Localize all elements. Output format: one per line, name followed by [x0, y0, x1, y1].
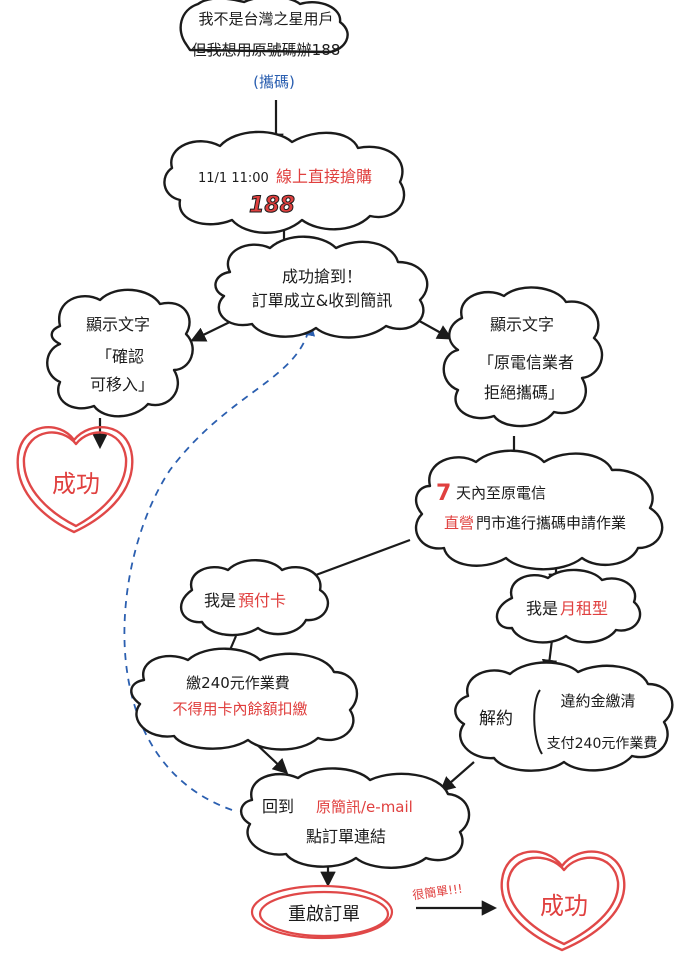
monthly-type: 月租型	[560, 599, 608, 618]
seven-days-number: 7	[436, 481, 451, 506]
success-line2: 訂單成立&收到簡訊	[252, 291, 392, 310]
prepaid-fee-cloud	[130, 647, 359, 751]
restart-label: 重啟訂單	[288, 904, 360, 925]
heart-outline-2	[500, 850, 626, 952]
terminate-bracket	[533, 689, 543, 755]
reject-cloud	[442, 286, 604, 428]
success-label-2: 成功	[540, 892, 588, 920]
prepaid-prefix: 我是	[204, 591, 236, 610]
start-note: (攜碼)	[253, 73, 295, 91]
return-line2: 點訂單連結	[306, 827, 386, 846]
node-reject: 顯示文字 「原電信業者 拒絕攜碼」	[442, 286, 604, 428]
success-label-1: 成功	[52, 470, 100, 498]
node-start: 我不是台灣之星用戶 但我想用原號碼辦188 (攜碼)	[179, 0, 349, 91]
confirm-line1: 顯示文字	[86, 315, 150, 334]
restart-ring-outer	[250, 884, 394, 940]
edge-dashed-loop-back	[123, 321, 316, 811]
success-cloud	[214, 235, 429, 339]
edge-terminate-to-return	[439, 761, 475, 793]
seven-days-cloud	[414, 449, 664, 571]
seven-days-direct: 直營	[444, 514, 474, 532]
node-return: 回到 原簡訊/e-mail 點訂單連結	[240, 767, 471, 869]
confirm-line2: 「確認	[96, 347, 144, 366]
grab-plan: 188	[249, 193, 295, 218]
return-email: 原簡訊/e-mail	[316, 798, 413, 816]
return-cloud	[240, 767, 471, 869]
terminate-label: 解約	[479, 709, 513, 729]
confirm-cloud	[46, 288, 194, 418]
node-monthly: 我是 月租型	[495, 568, 642, 644]
return-prefix: 回到	[262, 797, 294, 816]
seven-days-line2: 門市進行攜碼申請作業	[476, 514, 626, 532]
node-success-heart-1: 成功	[16, 426, 134, 534]
node-success: 成功搶到！ 訂單成立&收到簡訊	[214, 235, 429, 339]
node-seven-days: 7 天內至原電信 直營 門市進行攜碼申請作業	[414, 449, 664, 571]
start-line2: 但我想用原號碼辦188	[192, 41, 341, 59]
prepaid-type: 預付卡	[238, 591, 286, 610]
terminate-cloud	[454, 661, 674, 772]
grab-action: 線上直接搶購	[276, 167, 372, 186]
node-terminate: 解約 違約金繳清 支付240元作業費	[454, 661, 674, 772]
prepaid-fee-line1: 繳240元作業費	[186, 674, 290, 692]
restart-ring-inner	[258, 890, 390, 938]
node-grab: 11/1 11:00 線上直接搶購 188	[163, 130, 406, 234]
node-prepaid: 我是 預付卡	[180, 559, 330, 637]
seven-days-line1: 天內至原電信	[456, 484, 546, 502]
heart-outline-2b	[506, 856, 620, 946]
node-confirm: 顯示文字 「確認 可移入」	[46, 288, 194, 418]
success-line1: 成功搶到！	[282, 267, 362, 286]
node-restart: 重啟訂單	[250, 884, 394, 940]
monthly-cloud	[495, 568, 642, 644]
prepaid-fee-line2: 不得用卡內餘額扣繳	[172, 700, 307, 718]
reject-line1: 顯示文字	[490, 315, 554, 334]
grab-time: 11/1 11:00	[198, 171, 269, 186]
grab-cloud	[163, 130, 406, 234]
terminate-item1: 違約金繳清	[560, 692, 635, 710]
monthly-prefix: 我是	[526, 599, 558, 618]
final-arrow-label: 很簡單!!!	[411, 881, 463, 903]
start-sketch-outline	[179, 0, 349, 54]
terminate-item2: 支付240元作業費	[547, 736, 658, 752]
prepaid-cloud	[180, 559, 330, 637]
start-line1: 我不是台灣之星用戶	[198, 10, 333, 28]
node-prepaid-fee: 繳240元作業費 不得用卡內餘額扣繳	[130, 647, 359, 751]
reject-line3: 拒絕攜碼」	[484, 383, 564, 402]
reject-line2: 「原電信業者	[478, 353, 574, 372]
node-success-heart-2: 成功	[500, 850, 626, 952]
heart-outline-1	[16, 426, 134, 534]
heart-outline-1b	[22, 431, 128, 528]
confirm-line3: 可移入」	[90, 375, 154, 394]
